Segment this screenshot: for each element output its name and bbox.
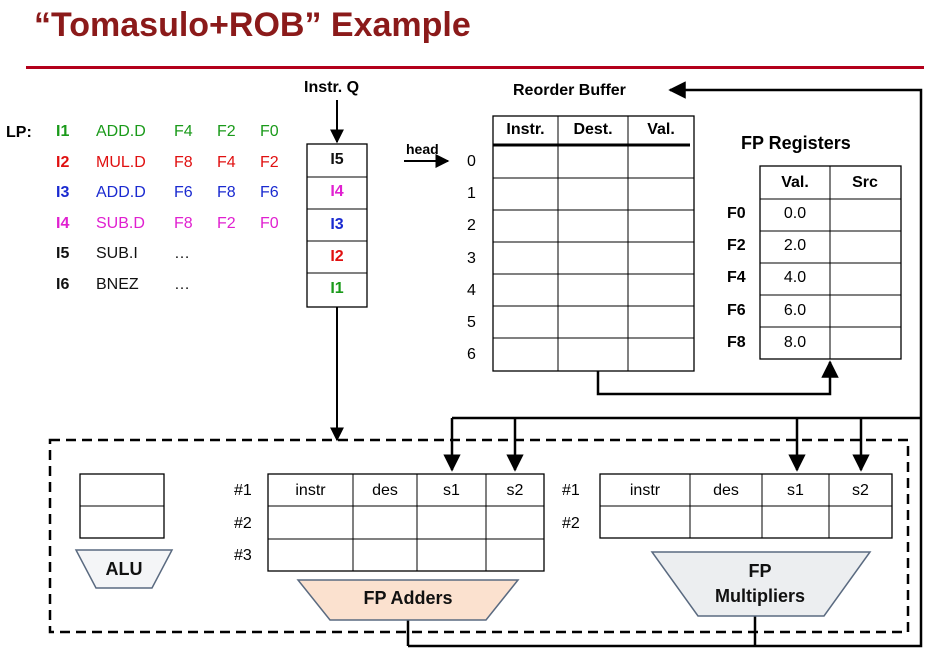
fp-multipliers-column-header: s2 (852, 482, 869, 499)
program-a-4: F8 (174, 214, 193, 232)
instr-queue-label: Instr. Q (304, 79, 360, 96)
program-op-2: MUL.D (96, 153, 146, 171)
program-op-3: ADD.D (96, 184, 146, 201)
program-b-1: F2 (217, 123, 236, 140)
program-id-2: I2 (56, 153, 70, 171)
fp-adders-station-id: #3 (234, 547, 252, 564)
fp-register-name: F0 (727, 205, 746, 222)
program-a-1: F4 (174, 123, 193, 140)
fp-register-value: 6.0 (783, 301, 807, 319)
program-a-3: F6 (174, 184, 193, 201)
rob-column-header: Dest. (573, 121, 613, 138)
fp-registers-grid (759, 165, 902, 360)
fp-register-value: 2.0 (783, 237, 807, 255)
rob-index: 6 (467, 346, 476, 364)
fp-registers-column-header: Src (852, 174, 878, 191)
program-op-4: SUB.D (96, 214, 145, 232)
fp-adders-station-id: #2 (234, 514, 252, 532)
program-a-2: F8 (174, 153, 193, 171)
rob-index: 0 (467, 153, 476, 170)
fp-multipliers-label-line1: FP (748, 561, 772, 581)
alu-registers (79, 473, 165, 539)
program-b-4: F2 (217, 214, 236, 232)
fp-multipliers-stations-grid (599, 473, 893, 539)
program-c-1: F0 (260, 123, 279, 140)
program-op-6: BNEZ (96, 275, 139, 293)
program-c-2: F2 (260, 153, 279, 171)
program-id-1: I1 (56, 123, 70, 140)
program-op-1: ADD.D (96, 123, 146, 140)
program-b-2: F4 (217, 153, 236, 171)
fp-multipliers-station-id: #1 (562, 482, 580, 499)
program-id-6: I6 (56, 275, 70, 293)
fp-adders-label: FP Adders (363, 588, 453, 608)
rob-index: 4 (467, 281, 476, 299)
fp-multipliers-label-line2: Multipliers (714, 586, 805, 606)
common-data-bus (406, 81, 923, 648)
rob-to-registers-arrow (596, 360, 839, 396)
instr-queue-entry: I2 (330, 247, 344, 265)
fp-registers-column-header: Val. (781, 174, 809, 191)
fp-multipliers-column-header: des (713, 482, 739, 499)
rob-index: 1 (467, 185, 476, 203)
program-op-5: SUB.I (96, 245, 138, 262)
execution-units-area (48, 438, 910, 634)
program-id-4: I4 (56, 214, 70, 232)
alu-unit (74, 549, 174, 589)
rob-index: 2 (467, 217, 476, 235)
fp-adders-unit (296, 579, 520, 621)
fp-register-value: 8.0 (783, 333, 807, 351)
fp-multipliers-unit (650, 551, 872, 617)
rob-table-grid (492, 115, 695, 372)
program-c-4: F0 (260, 214, 279, 232)
fp-adders-stations-grid (267, 473, 545, 572)
page-title: “Tomasulo+ROB” Example (34, 6, 471, 44)
fp-adders-column-header: des (372, 482, 398, 499)
instr-queue-box (306, 143, 368, 308)
program-label: LP: (6, 124, 32, 141)
fp-register-name: F2 (727, 237, 746, 255)
alu-label: ALU (105, 559, 143, 579)
fp-register-name: F4 (727, 269, 746, 287)
fp-registers-label: FP Registers (741, 133, 851, 153)
rob-column-header: Instr. (506, 121, 545, 138)
fp-register-value: 0.0 (783, 205, 807, 222)
instr-queue-entry: I1 (330, 280, 344, 298)
title-divider (26, 66, 924, 69)
instr-queue-entry: I3 (330, 215, 344, 233)
fp-adders-station-id: #1 (234, 482, 252, 499)
fp-register-value: 4.0 (783, 269, 807, 287)
fp-adders-column-header: instr (295, 482, 326, 499)
program-a-6: … (174, 275, 190, 293)
fp-multipliers-column-header: instr (629, 482, 661, 499)
program-b-3: F8 (217, 184, 236, 201)
instr-queue-entry: I4 (330, 183, 344, 201)
program-a-5: … (174, 245, 190, 262)
rob-index: 5 (467, 314, 476, 331)
fp-register-name: F6 (727, 301, 746, 319)
instr-queue-entry: I5 (330, 151, 344, 168)
fp-multipliers-column-header: s1 (787, 482, 804, 499)
fp-register-name: F8 (727, 333, 746, 351)
head-label: head (406, 141, 439, 157)
rob-label: Reorder Buffer (513, 82, 626, 99)
program-c-3: F6 (260, 184, 279, 201)
rob-column-header: Val. (647, 121, 675, 138)
program-id-5: I5 (56, 245, 70, 262)
fp-adders-column-header: s2 (506, 482, 524, 499)
fp-multipliers-station-id: #2 (562, 514, 580, 532)
rob-index: 3 (467, 249, 476, 267)
fp-adders-column-header: s1 (443, 482, 460, 499)
program-id-3: I3 (56, 184, 70, 201)
